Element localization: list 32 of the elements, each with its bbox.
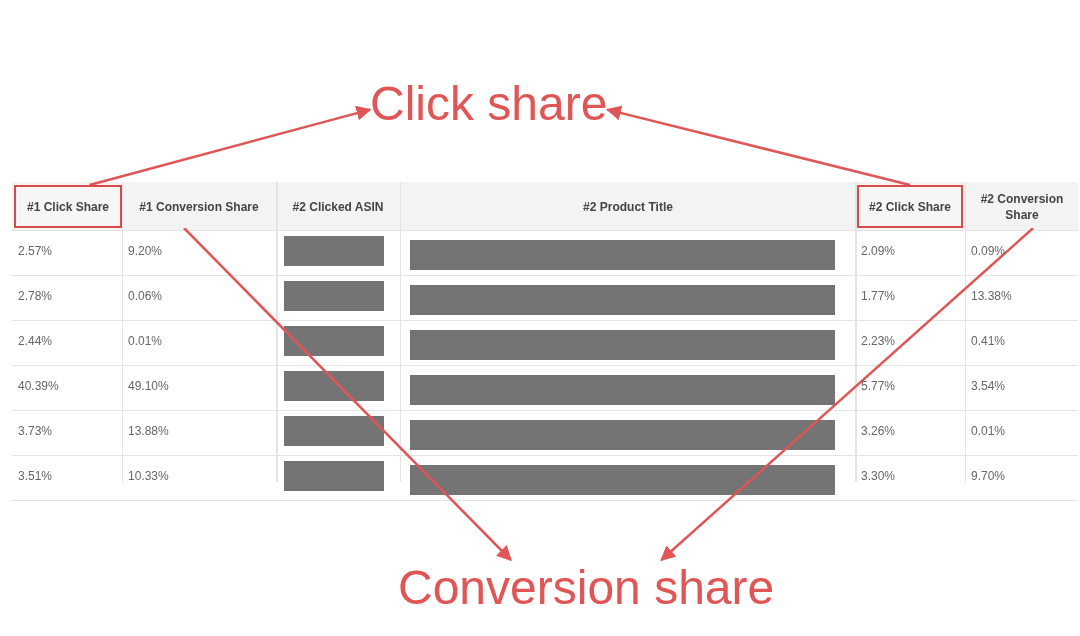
table-cell: 5.77% [861,379,896,393]
table-cell: 2.57% [18,244,53,258]
table-cell: 3.51% [18,469,53,483]
table-cell: 0.09% [971,244,1006,258]
table-cell: 0.06% [128,289,163,303]
table-cell: 13.88% [128,424,169,438]
table-cell: 3.30% [861,469,896,483]
table-cell: 2.23% [861,334,896,348]
table-cell: 0.01% [971,424,1006,438]
table-cell: 3.54% [971,379,1006,393]
table-cell: 9.20% [128,244,163,258]
table-cell: 9.70% [971,469,1006,483]
table-cell: 0.41% [971,334,1006,348]
table-cell: 3.73% [18,424,53,438]
arrow [660,227,1035,561]
table-cell: 2.78% [18,289,53,303]
arrow [183,227,512,562]
column-header: #2 Click Share [857,185,963,228]
column-header: #1 Click Share [14,185,122,228]
table-cell: 3.26% [861,424,896,438]
table-cell: 10.33% [128,469,169,483]
table-cell: 40.39% [18,379,59,393]
table-cell: 13.38% [971,289,1012,303]
table-cell: 49.10% [128,379,169,393]
table-cell: 2.09% [861,244,896,258]
table-cell: 1.77% [861,289,896,303]
annotation-text: Click share [370,76,608,132]
table-cell: 2.44% [18,334,53,348]
arrow [89,105,372,187]
annotation-text: Conversion share [398,560,775,616]
table-cell: 0.01% [128,334,163,348]
arrow [605,105,911,187]
